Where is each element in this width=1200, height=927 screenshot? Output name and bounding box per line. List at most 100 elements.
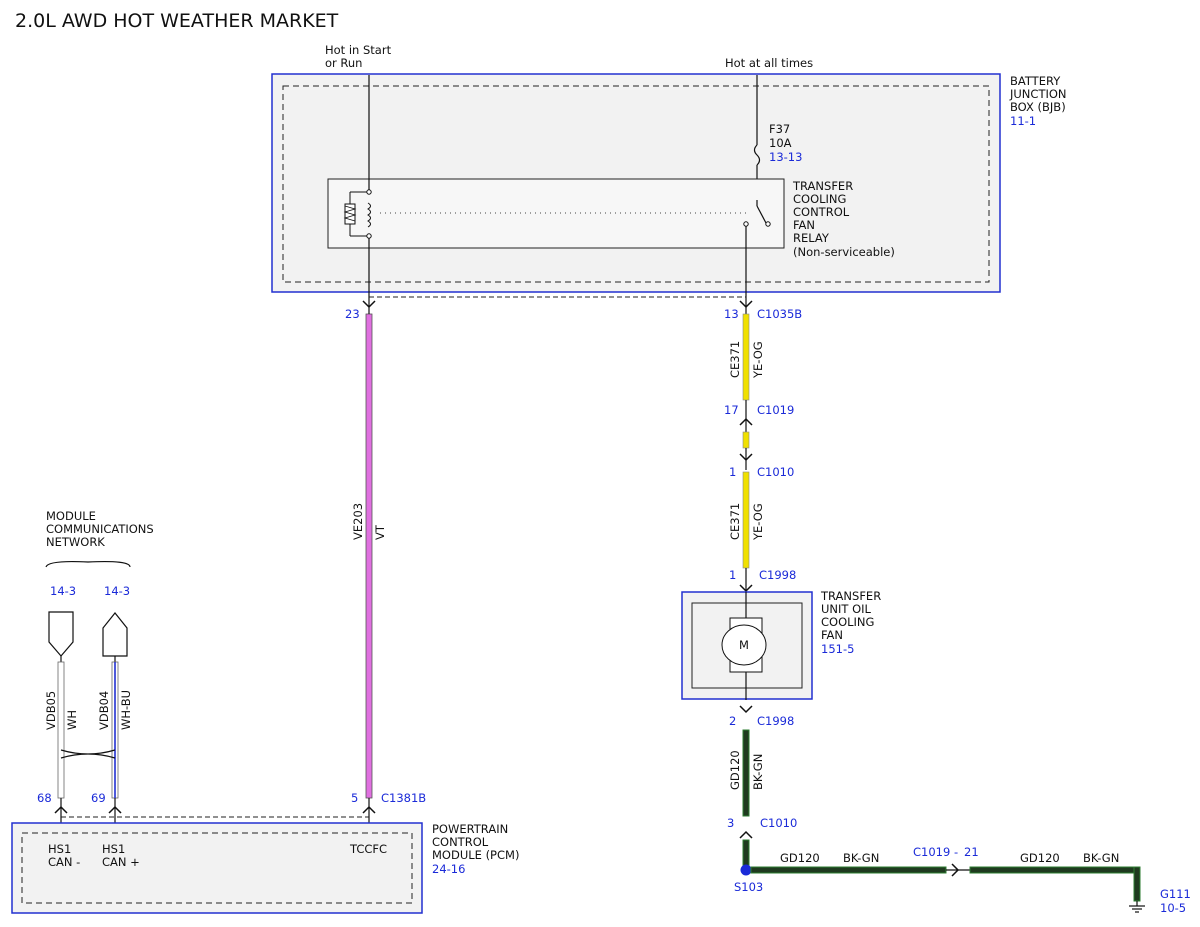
- motor-letter: M: [739, 638, 749, 652]
- powertrain-control-module[interactable]: [11, 822, 423, 914]
- motor-icon: [721, 624, 767, 666]
- fan-label-4: FAN: [821, 628, 843, 642]
- pin-3: 3: [727, 816, 734, 830]
- pin-1a: 1: [729, 465, 736, 479]
- pin-68: 68: [37, 791, 52, 805]
- vdb05-circuit: VDB05: [44, 691, 58, 730]
- bjb-label-3: BOX (BJB): [1010, 100, 1066, 114]
- h2-color: BK-GN: [1083, 851, 1119, 865]
- wire-vdb05[interactable]: [57, 661, 65, 799]
- fan-label-1: TRANSFER: [820, 589, 881, 603]
- bjb-ref[interactable]: 11-1: [1010, 114, 1036, 128]
- connector-3-icon: [739, 830, 753, 839]
- gd120-color: BK-GN: [751, 754, 765, 790]
- c1998b-label[interactable]: C1998: [757, 714, 794, 728]
- wire-gd120-vertical[interactable]: [742, 729, 750, 817]
- pcm-label-3: MODULE (PCM): [432, 848, 519, 862]
- fan-label-2: UNIT OIL: [821, 602, 872, 616]
- pcm-pin-tccfc: TCCFC: [349, 842, 387, 856]
- h2-circuit: GD120: [1020, 851, 1060, 865]
- wire-ce371-b[interactable]: [742, 471, 750, 569]
- c1381b-label[interactable]: C1381B: [381, 791, 426, 805]
- h1-circuit: GD120: [780, 851, 820, 865]
- hot-at-all-times-label: Hot at all times: [725, 56, 813, 70]
- c1010b-label[interactable]: C1010: [760, 816, 797, 830]
- hot-in-start-label: Hot in Start: [325, 43, 392, 57]
- pin-1b: 1: [729, 568, 736, 582]
- wire-ce371-a[interactable]: [742, 313, 750, 401]
- splice-label: S103: [734, 880, 763, 894]
- pin-17: 17: [724, 403, 739, 417]
- splice-s103[interactable]: [740, 864, 752, 876]
- network-arrow-left-icon: [48, 611, 74, 657]
- h1-connector[interactable]: C1019: [913, 845, 950, 859]
- gd120-circuit: GD120: [728, 750, 742, 790]
- bjb-label-1: BATTERY: [1010, 74, 1061, 88]
- ground-name[interactable]: G111: [1160, 887, 1191, 901]
- connector-c1019-21-icon: [951, 863, 960, 877]
- connector-5-icon: [362, 805, 376, 814]
- h1-color: BK-GN: [843, 851, 879, 865]
- connector-c1010-icon: [739, 453, 753, 462]
- twisted-pair-icon: [60, 749, 116, 759]
- wire-ce371-inline[interactable]: [742, 431, 750, 449]
- network-brace-icon: [45, 560, 131, 568]
- pcm-pin-hs1-minus-2: CAN -: [48, 855, 80, 869]
- network-ref-right[interactable]: 14-3: [104, 584, 130, 598]
- wire-gd120-drop[interactable]: [1133, 866, 1141, 902]
- pcm-pin-hs1-plus-2: CAN +: [102, 855, 140, 869]
- c1010a-label[interactable]: C1010: [757, 465, 794, 479]
- relay-label-1: TRANSFER: [792, 179, 853, 193]
- c1019-label[interactable]: C1019: [757, 403, 794, 417]
- network-label-3: NETWORK: [46, 535, 105, 549]
- fan-ref[interactable]: 151-5: [821, 642, 854, 656]
- vdb05-color: WH: [65, 710, 79, 730]
- network-label-1: MODULE: [46, 509, 96, 523]
- relay-label-5: RELAY: [793, 231, 830, 245]
- wire-ve203[interactable]: [365, 313, 373, 799]
- fuse-ref[interactable]: 13-13: [769, 150, 802, 164]
- h1-pin: 21: [964, 845, 979, 859]
- pcm-pin-hs1-plus-1: HS1: [102, 842, 125, 856]
- connector-2-icon: [739, 705, 753, 714]
- diagram-title: 2.0L AWD HOT WEATHER MARKET: [15, 10, 339, 32]
- ce371-a-color: YE-OG: [751, 341, 765, 379]
- relay-coil-icon: [343, 189, 372, 239]
- wire-gd120-h2[interactable]: [969, 866, 1141, 874]
- ground-icon: [1129, 901, 1145, 913]
- c1998a-label[interactable]: C1998: [759, 568, 796, 582]
- pcm-label-1: POWERTRAIN: [432, 822, 508, 836]
- relay-switch-icon: [743, 200, 771, 227]
- vdb04-color: WH-BU: [119, 690, 133, 730]
- ce371-b-color: YE-OG: [751, 503, 765, 541]
- pcm-ref[interactable]: 24-16: [432, 862, 465, 876]
- fan-label-3: COOLING: [821, 615, 874, 629]
- ve203-color: VT: [373, 524, 387, 540]
- relay-label-6: (Non-serviceable): [793, 245, 895, 259]
- pcm-pin-hs1-minus-1: HS1: [48, 842, 71, 856]
- bjb-label-2: JUNCTION: [1009, 87, 1067, 101]
- ce371-a-circuit: CE371: [728, 341, 742, 378]
- ve203-circuit: VE203: [351, 503, 365, 540]
- wire-gd120-h1[interactable]: [750, 866, 947, 874]
- network-arrow-right-icon: [102, 612, 128, 657]
- pin-5: 5: [351, 791, 358, 805]
- c1035b-label[interactable]: C1035B: [757, 307, 802, 321]
- network-ref-left[interactable]: 14-3: [50, 584, 76, 598]
- pin-2: 2: [729, 714, 736, 728]
- hot-in-run-label: or Run: [325, 56, 362, 70]
- pin-13: 13: [724, 307, 739, 321]
- pin-69: 69: [91, 791, 106, 805]
- relay-label-2: COOLING: [793, 192, 846, 206]
- vdb04-circuit: VDB04: [97, 691, 111, 730]
- fuse-f37-symbol: [753, 144, 761, 166]
- fuse-rating: 10A: [769, 136, 792, 150]
- pin-23: 23: [345, 307, 360, 321]
- h1-dash: -: [954, 845, 958, 859]
- fuse-name: F37: [769, 122, 790, 136]
- ce371-b-circuit: CE371: [728, 503, 742, 540]
- pcm-label-2: CONTROL: [432, 835, 489, 849]
- ground-ref[interactable]: 10-5: [1160, 901, 1186, 915]
- relay-label-3: CONTROL: [793, 205, 850, 219]
